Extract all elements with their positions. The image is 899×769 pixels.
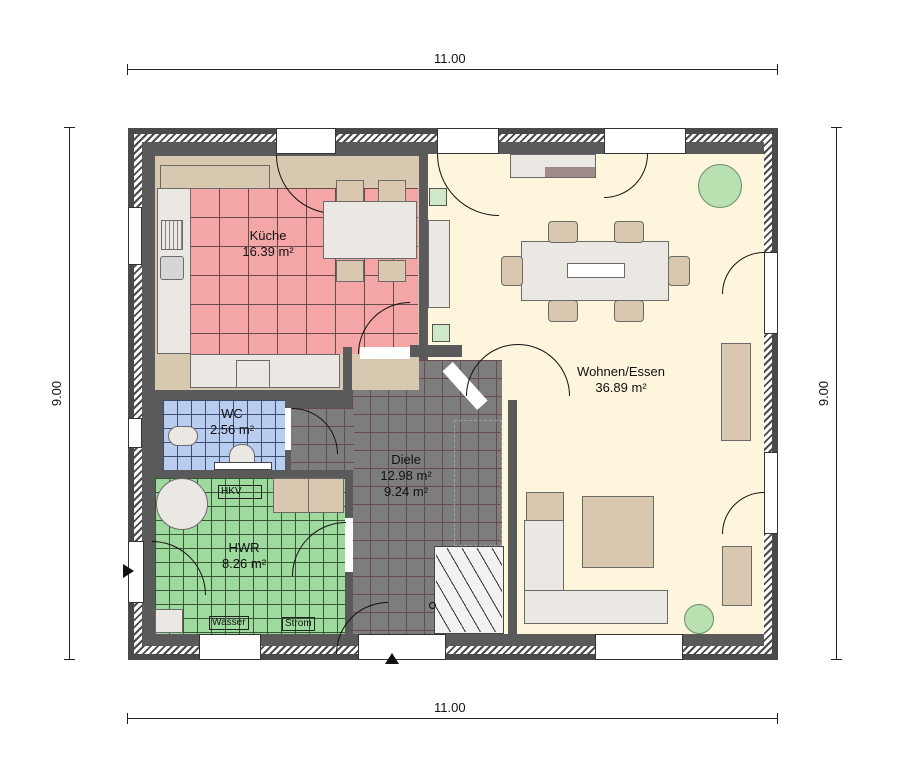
staircase-upper-run xyxy=(454,420,502,546)
staircase-steps xyxy=(436,548,502,632)
room-label-wc: WC 2.56 m² xyxy=(192,406,272,438)
kitchen-stove xyxy=(236,360,270,388)
kitchen-chair-3 xyxy=(336,260,364,282)
dimension-tick-left-bottom xyxy=(64,659,75,660)
kitchen-sink xyxy=(160,256,184,280)
plant-icon xyxy=(684,604,714,634)
wasser-label: Wasser xyxy=(209,616,249,630)
interior-wall-kitchen-east xyxy=(419,150,428,360)
stair-post-icon xyxy=(429,602,436,609)
toilet xyxy=(168,426,198,446)
kitchen-dining-table xyxy=(323,201,417,259)
plant-icon xyxy=(432,324,450,342)
kitchen-chair-4 xyxy=(378,260,406,282)
plant-icon xyxy=(429,188,447,206)
kitchen-chair-1 xyxy=(336,180,364,202)
dimension-line-left xyxy=(69,128,70,660)
interior-wall-kitchen-step xyxy=(343,347,352,399)
dining-chair-1 xyxy=(548,221,578,243)
dining-chair-5 xyxy=(501,256,523,286)
door-living-north xyxy=(437,128,499,154)
dimension-label-bottom: 11.00 xyxy=(434,700,466,715)
room-label-hwr: HWR 8.26 m² xyxy=(204,540,284,572)
dimension-label-right: 9.00 xyxy=(816,380,832,407)
dining-chair-2 xyxy=(614,221,644,243)
dimension-line-top xyxy=(128,69,778,70)
kitchen-counter-top xyxy=(160,165,270,189)
room-name: Küche xyxy=(249,228,287,243)
room-area: 2.56 m² xyxy=(209,422,255,437)
room-label-wohnen: Wohnen/Essen 36.89 m² xyxy=(566,364,676,396)
window-wc-west xyxy=(128,418,142,448)
dimension-label-top: 11.00 xyxy=(434,51,466,66)
room-label-kueche: Küche 16.39 m² xyxy=(228,228,308,260)
room-area: 36.89 m² xyxy=(595,380,647,395)
interior-wall-diele-north xyxy=(410,345,462,357)
side-entrance-marker-icon xyxy=(123,564,134,578)
window-living-north xyxy=(604,128,686,154)
kitchen-chair-2 xyxy=(378,180,406,202)
room-name: Wohnen/Essen xyxy=(577,364,665,379)
interior-wall-kitchen-south xyxy=(150,390,352,399)
room-area: 12.98 m² xyxy=(380,468,432,483)
dimension-tick-right-top xyxy=(831,127,842,128)
dimension-tick-bottom-right xyxy=(777,713,778,724)
room-name: WC xyxy=(221,406,243,421)
shelf-east xyxy=(721,343,751,441)
dimension-tick-bottom-left xyxy=(127,713,128,724)
dimension-label-left: 9.00 xyxy=(49,380,65,407)
room-label-diele: Diele 12.98 m² 9.24 m² xyxy=(356,452,456,500)
room-name: Diele xyxy=(391,452,421,467)
hwr-boiler-tank xyxy=(156,478,208,530)
window-living-east-2 xyxy=(764,452,778,534)
window-kitchen-north xyxy=(276,128,336,154)
room-area: 8.26 m² xyxy=(221,556,267,571)
window-hwr-south xyxy=(199,634,261,660)
room-name: HWR xyxy=(228,540,260,555)
sideboard-north-detail xyxy=(545,167,595,177)
dining-chair-3 xyxy=(548,300,578,322)
window-living-east-1 xyxy=(764,252,778,334)
hwr-dryer xyxy=(308,478,344,513)
sofa-ottoman xyxy=(526,492,564,522)
room-area: 16.39 m² xyxy=(242,244,294,259)
coffee-table xyxy=(582,496,654,568)
dining-chair-4 xyxy=(614,300,644,322)
interior-wall-living-west xyxy=(508,400,517,636)
dimension-tick-right-bottom xyxy=(831,659,842,660)
plant-icon xyxy=(698,164,742,208)
dimension-tick-left-top xyxy=(64,127,75,128)
corner-sofa-seat xyxy=(524,590,668,624)
window-living-south xyxy=(595,634,683,660)
cabinet-southeast xyxy=(722,546,752,606)
door-opening-hwr xyxy=(345,518,353,572)
dimension-line-bottom xyxy=(128,718,778,719)
hwr-floor-drain xyxy=(155,609,183,633)
door-opening-wc xyxy=(285,408,291,450)
room-area-secondary: 9.24 m² xyxy=(383,484,429,499)
dining-table-centerpiece xyxy=(567,263,625,278)
window-kitchen-west xyxy=(128,207,142,265)
hkv-label: HKV xyxy=(218,485,262,499)
interior-wall-wc-south xyxy=(150,470,352,478)
kitchen-sink-drainer xyxy=(161,220,183,250)
hwr-washer xyxy=(273,478,309,513)
dimension-line-right xyxy=(836,128,837,660)
wc-window-sill xyxy=(214,462,272,470)
cabinet-west xyxy=(428,220,450,308)
strom-label: Strom xyxy=(282,617,315,631)
entrance-marker-icon xyxy=(385,653,399,664)
dimension-tick-top-right xyxy=(777,64,778,75)
dining-chair-6 xyxy=(668,256,690,286)
dimension-tick-top-left xyxy=(127,64,128,75)
